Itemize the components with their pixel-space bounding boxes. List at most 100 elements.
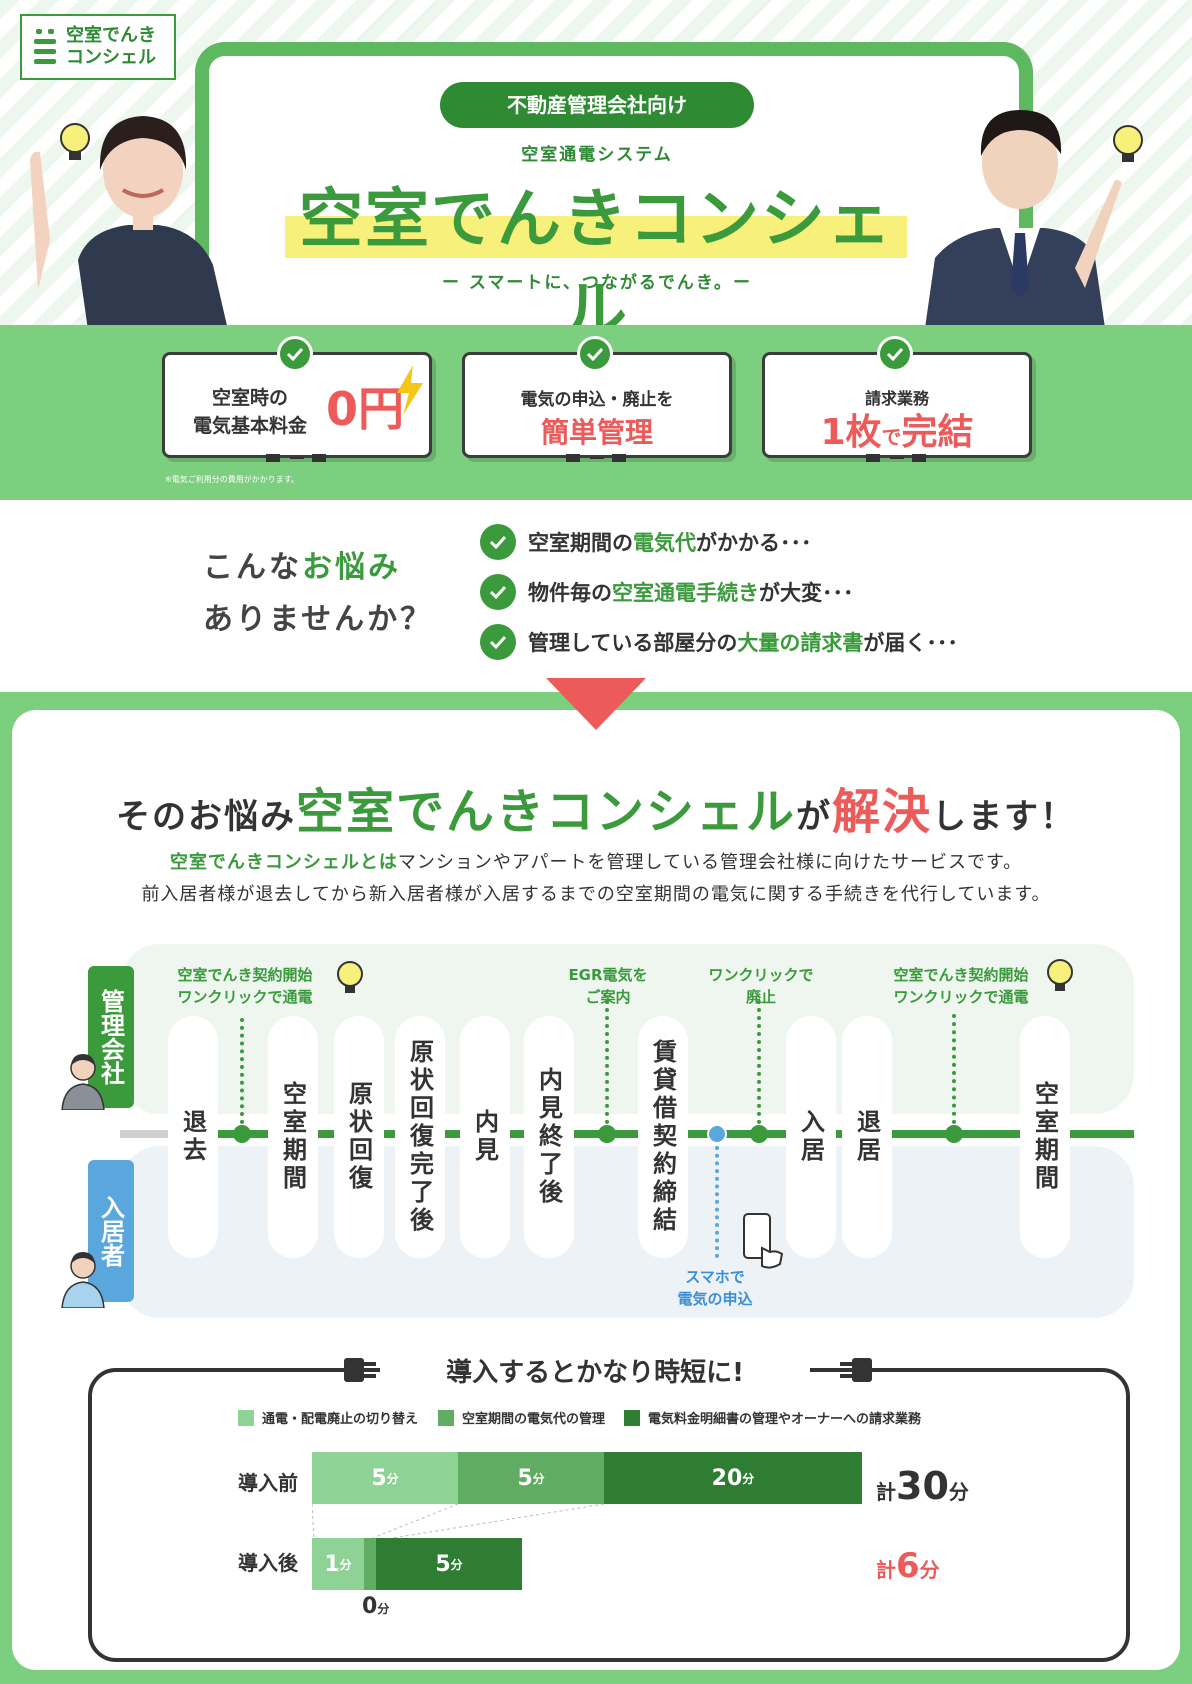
plug-left-icon: [344, 1358, 376, 1382]
timeline-start-line: [120, 1130, 190, 1138]
bar-value: 5: [435, 1551, 451, 1577]
feature-text-1-line2: 電気基本料金: [192, 415, 307, 437]
solution-title: そのお悩み空室でんきコンシェルが解決します！: [0, 772, 1192, 842]
bar-after-zero-label: 0分: [362, 1594, 389, 1619]
bar-unit: 分: [377, 1602, 390, 1616]
timeline-step-after-viewing: 内見終了後: [524, 1016, 574, 1258]
resident-avatar-icon: [61, 1252, 105, 1308]
bar-after-vacancy: [364, 1538, 376, 1590]
worry-text: がかかる･･･: [696, 531, 812, 555]
timeline-dot: [598, 1125, 616, 1143]
hero-title: 空室でんきコンシェル: [299, 183, 893, 349]
note-line: ワンクリックで通電: [177, 988, 313, 1006]
worry-item-3: 管理している部屋分の大量の請求書が届く･･･: [480, 622, 958, 662]
worry-text: 物件毎の: [528, 581, 612, 605]
feature-value-one-sheet: 1枚: [820, 412, 882, 453]
worry-highlight: 空室通電手続き: [612, 581, 759, 605]
worry-q-c: ありませんか？: [203, 602, 434, 637]
worry-highlight: 大量の請求書: [737, 631, 864, 655]
worry-text: が届く･･･: [863, 631, 958, 655]
note-line: 電気の申込: [677, 1290, 753, 1308]
note-line: ワンクリックで: [708, 966, 814, 984]
timeline-step-lease-signed: 賃貸借契約締結: [638, 1016, 688, 1258]
note-egr-guide: EGR電気を ご案内: [548, 964, 668, 1008]
bar-unit: 分: [339, 1557, 352, 1572]
feature-value-de: で: [881, 425, 902, 449]
smartphone-icon: [743, 1213, 784, 1269]
check-icon: [480, 524, 516, 560]
timeline-step-move-in: 入居: [786, 1016, 836, 1258]
total-unit: 分: [948, 1480, 969, 1504]
lightbulb-icon: [1047, 959, 1073, 991]
timeline-connector-resident: [715, 1146, 719, 1258]
note-contract-start-1: 空室でんき契約開始 ワンクリックで通電: [160, 964, 330, 1008]
timeline-step-vacancy-2: 空室期間: [1020, 1016, 1070, 1258]
lightning-icon: [397, 365, 423, 415]
bar-value: 0: [362, 1594, 378, 1619]
legend-label: 空室期間の電気代の管理: [462, 1412, 606, 1427]
total-unit: 分: [919, 1558, 940, 1582]
solution-description-1: 空室でんきコンシェルとはマンションやアパートを管理している管理会社様に向けたサー…: [60, 848, 1132, 874]
solution-description-2: 前入居者様が退去してから新入居者様が入居するまでの空室期間の電気に関する手続きを…: [141, 884, 1051, 905]
logo-text-line1: 空室でんき: [66, 25, 156, 46]
hero-subtitle: 空室通電システム: [521, 145, 673, 165]
timeline-step-move-out-2: 退居: [842, 1016, 892, 1258]
plug-logo-icon: [32, 25, 58, 69]
solution-title-brand: 空室でんきコンシェル: [295, 784, 796, 840]
logo-text-line2: コンシェル: [66, 47, 156, 68]
bar-value: 20: [711, 1465, 743, 1491]
bar-unit: 分: [450, 1557, 463, 1572]
worry-highlight: 電気代: [633, 531, 696, 555]
solution-desc-text: マンションやアパートを管理している管理会社様に向けたサービスです。: [397, 852, 1023, 873]
check-icon: [577, 336, 613, 372]
man-illustration: [925, 110, 1122, 328]
feature-footnote: ※電気ご利用分の費用がかかります。: [165, 475, 299, 484]
feature-text-2: 電気の申込・廃止を: [520, 390, 674, 410]
hero-tagline: ー スマートに、つながるでんき。ー: [441, 273, 753, 293]
timeline-step-restoration-done: 原状回復完了後: [395, 1016, 445, 1258]
bar-guide-lines: [312, 1504, 605, 1540]
bar-unit: 分: [742, 1471, 755, 1486]
legend-vacancy-cost: 空室期間の電気代の管理: [438, 1408, 605, 1427]
total-before: 計30分: [876, 1464, 969, 1508]
feature-value-one-bill: 1枚で完結: [765, 403, 1029, 455]
role-resident-label: 入居者: [88, 1160, 134, 1302]
check-icon: [480, 574, 516, 610]
role-manager-label: 管理会社: [88, 966, 134, 1108]
worry-text: 空室期間の: [528, 531, 633, 555]
timeline-step-move-out: 退去: [168, 1016, 218, 1258]
timeline-dot: [750, 1125, 768, 1143]
note-one-click-cancel: ワンクリックで 廃止: [696, 964, 826, 1008]
row-label-before: 導入前: [238, 1471, 298, 1495]
comparison-title-backdrop: [380, 1350, 810, 1390]
worry-q-b: お悩み: [302, 550, 401, 585]
solution-desc-brand: 空室でんきコンシェルとは: [169, 852, 398, 873]
total-prefix: 計: [876, 1480, 896, 1504]
note-line: ワンクリックで通電: [893, 988, 1029, 1006]
feature-value-zero-yen: 0円: [325, 382, 404, 436]
bar-value: 1: [324, 1551, 340, 1577]
feature-text-3: 請求業務: [864, 389, 929, 408]
manager-avatar-icon: [61, 1054, 105, 1110]
note-line: ご案内: [585, 988, 631, 1006]
total-value: 30: [896, 1464, 949, 1508]
timeline-dot-resident: [707, 1124, 727, 1144]
legend-label: 通電・配電廃止の切り替え: [262, 1412, 419, 1427]
timeline-step-viewing: 内見: [460, 1016, 510, 1258]
note-line: EGR電気を: [568, 966, 648, 984]
plug-icon: [866, 454, 926, 462]
legend-switch: 通電・配電廃止の切り替え: [238, 1408, 418, 1427]
lightbulb-icon: [60, 123, 90, 160]
title-highlight: [285, 216, 907, 258]
worry-text: 管理している部屋分の: [528, 631, 738, 655]
woman-illustration: [30, 116, 228, 330]
brand-logo[interactable]: 空室でんき コンシェル: [20, 14, 176, 80]
timeline-step-restoration: 原状回復: [334, 1016, 384, 1258]
check-icon: [277, 336, 313, 372]
timeline-connector: [952, 1014, 956, 1124]
total-prefix: 計: [876, 1558, 896, 1582]
